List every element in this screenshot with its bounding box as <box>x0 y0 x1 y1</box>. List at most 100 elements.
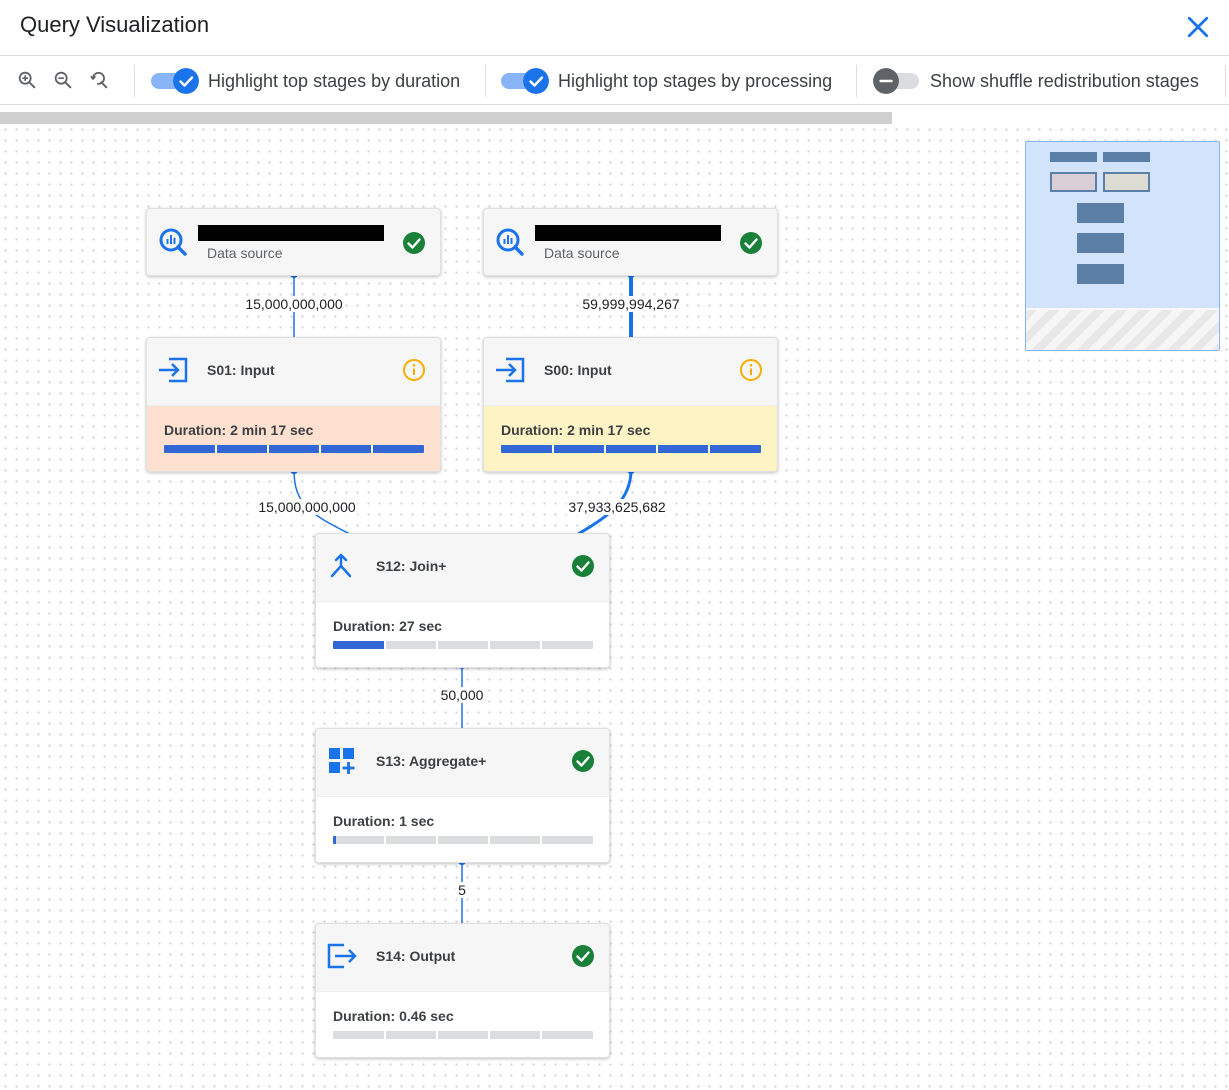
data-source-label: Data source <box>207 245 283 261</box>
check-circle-icon <box>572 945 594 967</box>
stage-node-s01[interactable]: S01: Input Duration: 2 min 17 sec <box>146 337 441 472</box>
toolbar-divider <box>856 65 857 97</box>
toggle-label: Highlight top stages by processing <box>558 71 833 91</box>
stage-node-s00[interactable]: S00: Input Duration: 2 min 17 sec <box>483 337 778 472</box>
duration-progress-bar <box>164 445 424 453</box>
stage-title: S12: Join+ <box>376 558 447 574</box>
bigquery-icon <box>159 228 187 256</box>
progress-divider <box>488 641 490 649</box>
progress-divider <box>215 445 217 453</box>
progress-divider <box>436 836 438 844</box>
stage-title: S14: Output <box>376 948 456 964</box>
edge-count-label: 15,000,000,000 <box>256 499 358 515</box>
toggle-highlight-processing[interactable]: Highlight top stages by processing <box>501 68 846 95</box>
check-circle-icon <box>572 750 594 772</box>
reset-zoom-icon[interactable] <box>88 69 110 91</box>
minimap-out-of-view-area <box>1026 310 1219 350</box>
progress-divider <box>371 445 373 453</box>
minimap-node <box>1050 172 1097 192</box>
progress-fill <box>333 836 336 844</box>
progress-divider <box>604 445 606 453</box>
data-source-label: Data source <box>544 245 620 261</box>
stage-node-s12[interactable]: S12: Join+ Duration: 27 sec <box>315 533 610 668</box>
stage-title: S01: Input <box>207 362 275 378</box>
data-source-node[interactable]: Data source <box>483 208 778 276</box>
toggle-shuffle-stages[interactable]: Show shuffle redistribution stages <box>873 68 1218 95</box>
toolbar: Highlight top stages by duration Highlig… <box>0 57 1229 105</box>
data-source-node[interactable]: Data source <box>146 208 441 276</box>
progress-divider <box>540 641 542 649</box>
close-icon[interactable] <box>1183 12 1213 42</box>
dialog-title: Query Visualization <box>20 12 210 37</box>
toggle-check-icon <box>523 68 549 94</box>
progress-fill <box>333 641 385 649</box>
stage-node-s14[interactable]: S14: Output Duration: 0.46 sec <box>315 923 610 1058</box>
progress-divider <box>384 836 386 844</box>
join-icon <box>330 553 352 578</box>
progress-divider <box>488 1031 490 1039</box>
input-icon <box>159 357 188 383</box>
stage-duration-panel: Duration: 1 sec <box>316 796 609 862</box>
stage-node-s13[interactable]: S13: Aggregate+ Duration: 1 sec <box>315 728 610 863</box>
toolbar-divider <box>134 65 135 97</box>
minimap-node <box>1050 152 1097 162</box>
toggle-off-icon <box>873 68 899 94</box>
toggle-highlight-duration[interactable]: Highlight top stages by duration <box>151 68 471 95</box>
horizontal-scrollbar[interactable] <box>0 112 892 124</box>
stage-title: S13: Aggregate+ <box>376 753 487 769</box>
stage-duration: Duration: 2 min 17 sec <box>501 422 651 438</box>
dialog-header: Query Visualization <box>0 0 1229 56</box>
progress-divider <box>552 445 554 453</box>
edge-count-label: 5 <box>456 882 468 898</box>
stage-duration: Duration: 27 sec <box>333 618 442 634</box>
zoom-in-icon[interactable] <box>16 69 38 91</box>
progress-divider <box>540 1031 542 1039</box>
info-icon[interactable] <box>402 358 426 382</box>
progress-divider <box>540 836 542 844</box>
redacted-source-name <box>198 225 384 241</box>
progress-fill <box>501 445 761 453</box>
minimap-node <box>1103 172 1150 192</box>
stage-duration: Duration: 2 min 17 sec <box>164 422 314 438</box>
zoom-out-icon[interactable] <box>52 69 74 91</box>
minimap-node <box>1077 233 1124 253</box>
check-circle-icon <box>572 555 594 577</box>
progress-divider <box>436 641 438 649</box>
stage-header: S01: Input <box>147 338 440 405</box>
minimap-node <box>1077 264 1124 284</box>
aggregate-icon <box>329 748 355 774</box>
progress-divider <box>319 445 321 453</box>
stage-duration-panel: Duration: 27 sec <box>316 601 609 667</box>
progress-divider <box>384 641 386 649</box>
edge-count-label: 50,000 <box>438 687 486 703</box>
stage-duration: Duration: 0.46 sec <box>333 1008 454 1024</box>
progress-divider <box>436 1031 438 1039</box>
stage-title: S00: Input <box>544 362 612 378</box>
stage-duration-panel: Duration: 0.46 sec <box>316 991 609 1057</box>
toggle-label: Highlight top stages by duration <box>208 71 461 91</box>
stage-header: S14: Output <box>316 924 609 991</box>
edge-count-label: 15,000,000,000 <box>243 296 345 312</box>
minimap-node <box>1103 152 1150 162</box>
minimap-node <box>1077 203 1124 223</box>
edge-count-label: 37,933,625,682 <box>566 499 668 515</box>
progress-divider <box>488 836 490 844</box>
redacted-source-name <box>535 225 721 241</box>
progress-fill <box>164 445 424 453</box>
edge-count-label: 59,999,994,267 <box>580 296 682 312</box>
progress-divider <box>267 445 269 453</box>
toggle-label: Show shuffle redistribution stages <box>930 71 1199 91</box>
toolbar-divider <box>1225 65 1226 97</box>
input-icon <box>496 357 525 383</box>
duration-progress-bar <box>333 641 593 649</box>
toggle-check-icon <box>173 68 199 94</box>
stage-header: S13: Aggregate+ <box>316 729 609 796</box>
check-circle-icon <box>740 232 762 254</box>
progress-divider <box>708 445 710 453</box>
duration-progress-bar <box>501 445 761 453</box>
info-icon[interactable] <box>739 358 763 382</box>
graph-minimap[interactable] <box>1025 141 1220 351</box>
stage-duration-panel: Duration: 2 min 17 sec <box>484 405 777 471</box>
progress-divider <box>384 1031 386 1039</box>
graph-canvas[interactable]: 15,000,000,000 59,999,994,267 15,000,000… <box>0 124 1229 1090</box>
